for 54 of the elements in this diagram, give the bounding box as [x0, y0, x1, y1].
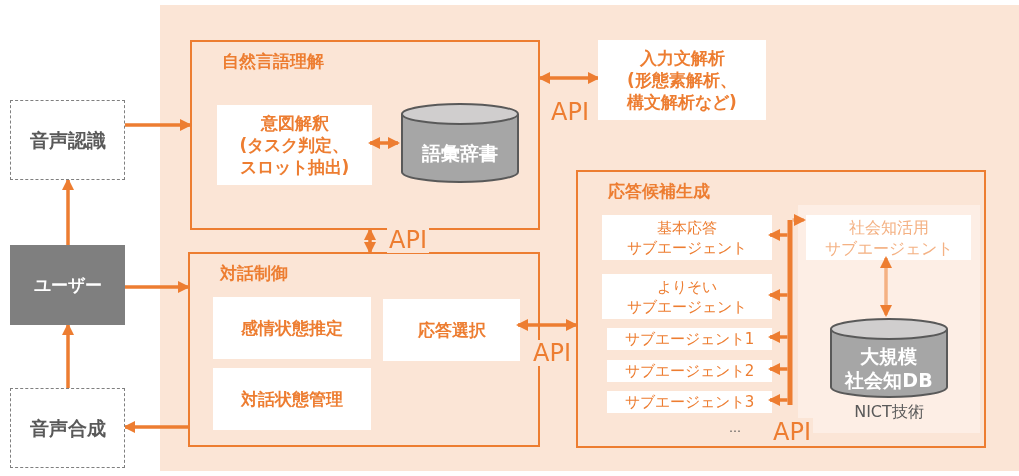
label-box: [10, 388, 125, 468]
database-label: 大規模社会知DB: [845, 344, 933, 392]
box-text: 応答選択: [417, 319, 486, 341]
box-text: 対話状態管理: [241, 388, 343, 410]
edge-label: API: [387, 227, 429, 253]
process-box: [607, 360, 772, 382]
process-box: [217, 105, 372, 185]
box-text: 社会知活用サブエージェント: [824, 216, 953, 259]
process-box: [213, 297, 371, 359]
arrow: [792, 214, 806, 226]
arrow: [364, 228, 376, 254]
process-box: [607, 391, 772, 413]
box-text: よりそいサブエージェント: [627, 276, 747, 317]
process-box: [602, 215, 772, 260]
box-text: サブエージェント3: [624, 392, 755, 412]
box-text: 音声合成: [29, 416, 106, 440]
box-text: サブエージェント2: [624, 361, 755, 381]
process-box: [607, 328, 772, 350]
arrow: [125, 119, 192, 131]
arrow: [62, 178, 74, 245]
user-box: [10, 245, 125, 325]
arrow: [768, 229, 788, 241]
box-text: 音声認識: [29, 128, 106, 152]
box-text: ユーザー: [33, 274, 102, 296]
process-box: [598, 40, 766, 120]
process-box: [602, 274, 772, 319]
arrow: [368, 137, 400, 149]
arrow: [516, 319, 578, 331]
box-text: 感情状態推定: [241, 317, 343, 339]
database-label: 語彙辞書: [422, 141, 498, 165]
label-box: [10, 100, 125, 180]
arrow: [880, 256, 892, 317]
arrow: [538, 72, 600, 84]
group-title: 自然言語理解: [222, 50, 324, 73]
box-text: 入力文解析(形態素解析、構文解析など): [627, 47, 737, 113]
process-box: [383, 299, 520, 361]
arrow: [123, 421, 188, 433]
group-box: [576, 170, 986, 448]
arrow: [768, 331, 788, 343]
process-box: [213, 368, 371, 430]
group-title: 対話制御: [220, 262, 288, 285]
caption-text: NICT技術: [854, 402, 924, 423]
arrow: [768, 289, 788, 301]
group-box: [190, 40, 540, 230]
arrow: [768, 394, 788, 406]
box-text: サブエージェント1: [624, 329, 755, 349]
arrow: [768, 363, 788, 375]
box-text: 意図解釈(タスク判定、スロット抽出): [239, 112, 350, 178]
bus-line: [787, 220, 793, 405]
group-title: 応答候補生成: [608, 180, 710, 203]
arrow: [125, 281, 190, 293]
process-box: [806, 215, 971, 260]
arrow: [62, 323, 74, 388]
box-text: 基本応答サブエージェント: [627, 217, 747, 258]
